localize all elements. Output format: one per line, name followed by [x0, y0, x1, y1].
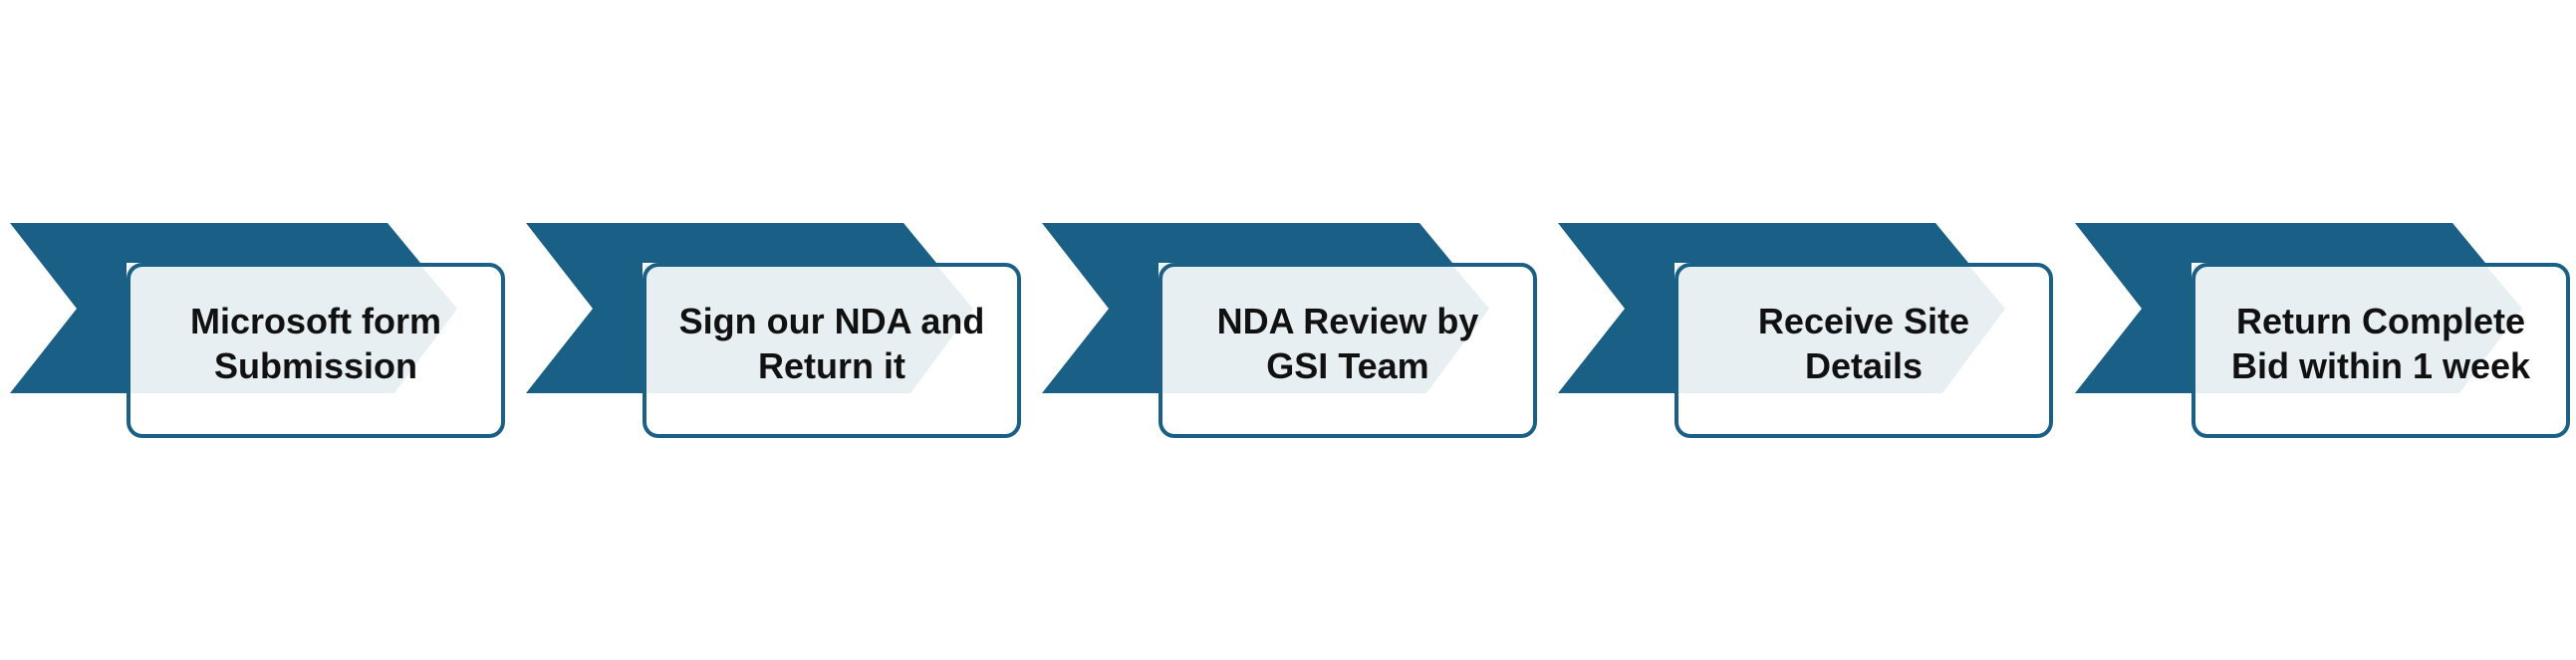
step-card — [1159, 263, 1537, 438]
chevron-arrow — [526, 223, 973, 393]
step-label: Microsoft form Submission — [190, 301, 441, 386]
process-step-5: Return Complete Bid within 1 week — [2075, 0, 2576, 660]
step-card — [127, 263, 505, 438]
chevron-arrow — [10, 223, 457, 393]
step-label: Return Complete Bid within 1 week — [2230, 301, 2531, 386]
chevron-arrow — [1042, 223, 1489, 393]
step-label: NDA Review by GSI Team — [1216, 301, 1479, 386]
chevron-arrow — [1558, 223, 2005, 393]
step-card — [643, 263, 1021, 438]
step-label: Receive Site Details — [1757, 301, 1970, 386]
process-step-1: Microsoft form Submission — [10, 0, 528, 660]
chevron-arrow — [2075, 223, 2522, 393]
step-card — [1674, 263, 2053, 438]
process-step-3: NDA Review by GSI Team — [1042, 0, 1560, 660]
step-card — [2191, 263, 2570, 438]
process-step-4: Receive Site Details — [1558, 0, 2076, 660]
process-step-2: Sign our NDA and Return it — [526, 0, 1044, 660]
step-label: Sign our NDA and Return it — [678, 301, 985, 386]
